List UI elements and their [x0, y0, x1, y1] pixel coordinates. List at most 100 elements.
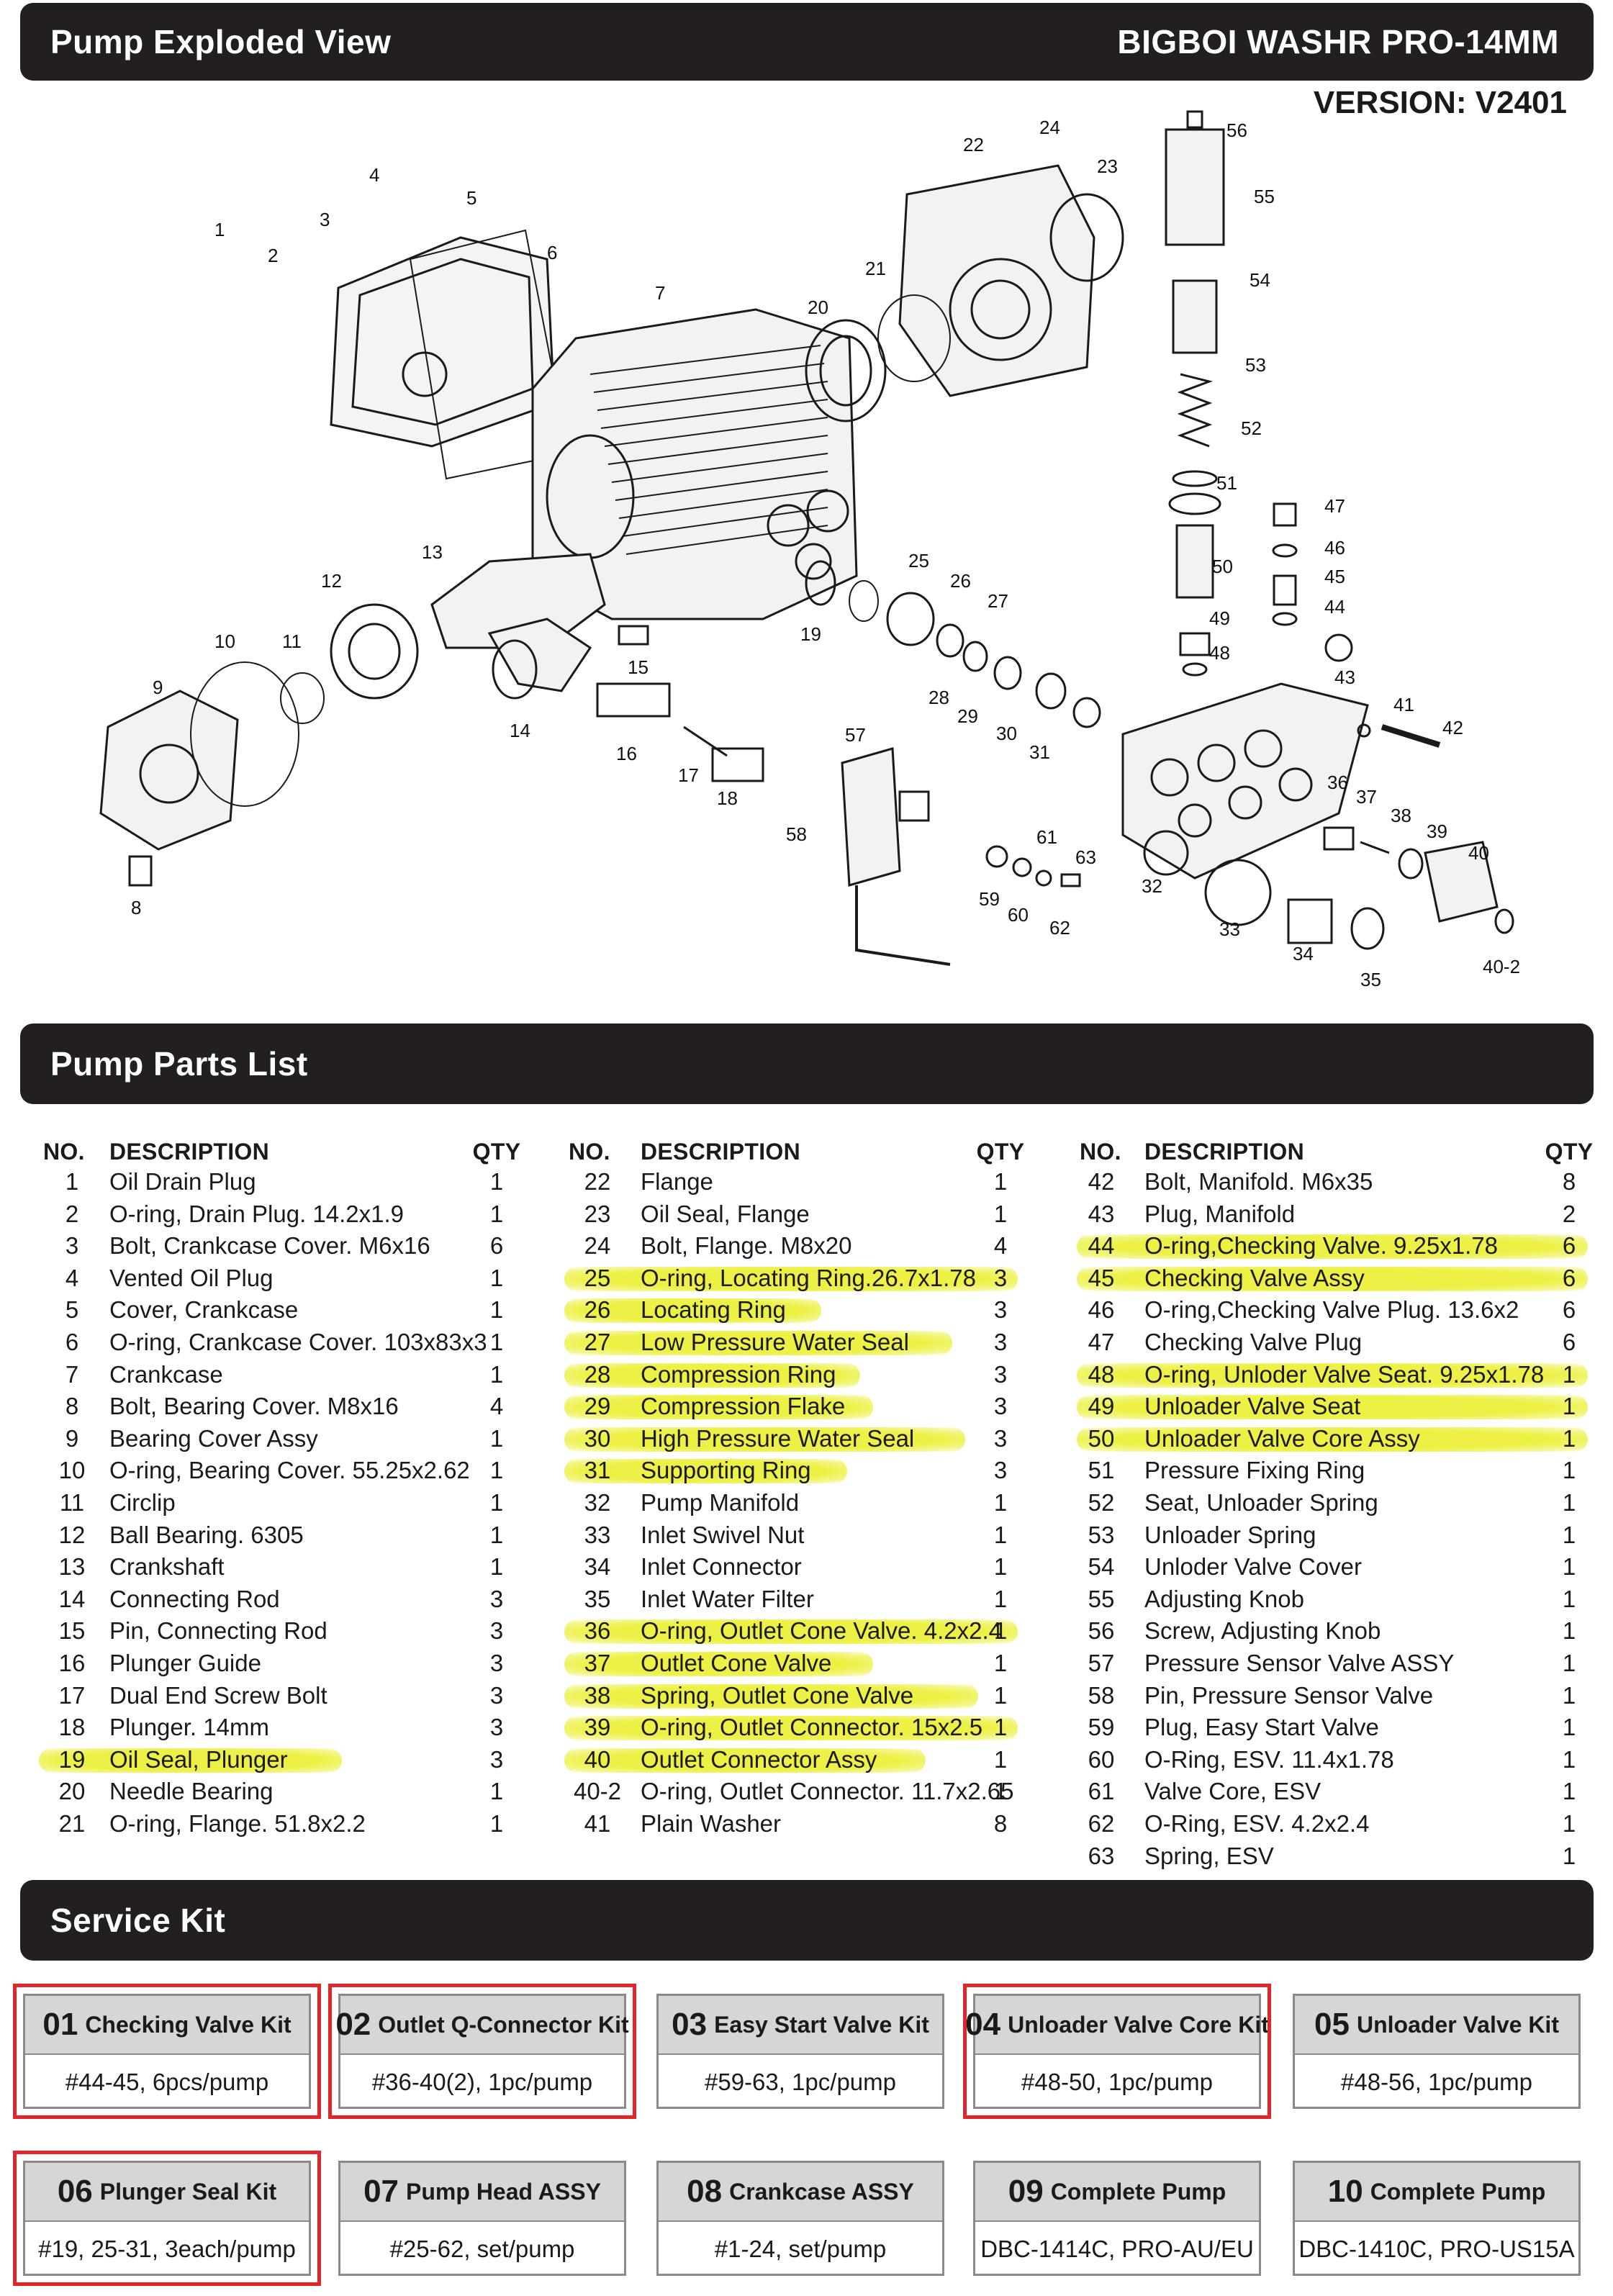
- part-qty: 6: [1562, 1329, 1576, 1355]
- part-qty: 4: [489, 1393, 504, 1420]
- part-qty: 1: [489, 1329, 504, 1355]
- kit-highlight-frame: [13, 2151, 321, 2286]
- part-qty: 1: [1562, 1585, 1576, 1612]
- part-description: Spring, Outlet Cone Valve: [641, 1681, 914, 1709]
- part-qty: 1: [993, 1585, 1008, 1612]
- part-description: Compression Ring: [641, 1360, 836, 1388]
- part-qty: 3: [993, 1296, 1008, 1324]
- part-qty: 3: [993, 1393, 1008, 1420]
- callout-label: 20: [808, 297, 828, 318]
- kit-number: 04: [965, 2007, 1001, 2042]
- part-description: Spring, ESV: [1144, 1842, 1274, 1869]
- part-description: Pin, Connecting Rod: [109, 1617, 327, 1645]
- column-header-qty: QTY: [472, 1139, 521, 1165]
- part-number: 45: [1088, 1264, 1115, 1291]
- part-description: Flange: [641, 1168, 713, 1195]
- kit-number: 01: [42, 2007, 78, 2042]
- highlight-marker: [564, 1427, 965, 1452]
- part-description: Unloader Valve Core Assy: [1144, 1424, 1420, 1452]
- part-qty: 1: [993, 1521, 1008, 1548]
- kit-name: Complete Pump: [1050, 2178, 1226, 2205]
- callout-label: 42: [1442, 717, 1463, 738]
- callout-label: 30: [996, 723, 1017, 744]
- part-description: Plain Washer: [641, 1810, 782, 1837]
- part-description: Screw, Adjusting Knob: [1144, 1617, 1381, 1645]
- part-description: Bearing Cover Assy: [109, 1424, 318, 1452]
- part-qty: 1: [993, 1650, 1008, 1676]
- part-number: 11: [59, 1489, 85, 1516]
- callout-label: 33: [1219, 918, 1240, 940]
- part-description: Unloader Spring: [1144, 1521, 1316, 1548]
- exploded-view-header: Pump Exploded View BIGBOI WASHR PRO-14MM: [20, 3, 1594, 81]
- highlight-marker: [564, 1683, 978, 1709]
- part-qty: 3: [489, 1681, 504, 1709]
- part-description: Supporting Ring: [641, 1457, 811, 1484]
- highlight-marker: [39, 1748, 343, 1773]
- part-description: Checking Valve Plug: [1144, 1329, 1363, 1355]
- callout-label: 43: [1334, 666, 1355, 688]
- part-description: O-ring,Checking Valve Plug. 13.6x2: [1144, 1296, 1519, 1324]
- part-qty: 1: [489, 1424, 504, 1452]
- callout-label: 61: [1036, 826, 1057, 848]
- part-description: Compression Flake: [641, 1393, 846, 1420]
- part-number: 23: [584, 1200, 611, 1227]
- kit-highlight-frame: [328, 1984, 636, 2119]
- part-description: Checking Valve Assy: [1144, 1264, 1365, 1291]
- pump-exploded-diagram: 1 2 3 4 5 6 7 8 9 10 11 12 13 14 15 16 1…: [99, 110, 1520, 990]
- callout-label: 45: [1324, 566, 1345, 587]
- part-description: Needle Bearing: [109, 1778, 274, 1805]
- callout-label: 9: [153, 677, 163, 698]
- part-qty: 3: [993, 1360, 1008, 1388]
- part-qty: 1: [1562, 1457, 1576, 1484]
- callout-label: 31: [1029, 741, 1050, 763]
- part-number: 42: [1088, 1168, 1115, 1195]
- part-qty: 1: [993, 1714, 1008, 1741]
- flange-part: [898, 164, 1095, 397]
- callout-label: 53: [1245, 354, 1266, 376]
- part-qty: 1: [1562, 1681, 1576, 1709]
- part-number: 49: [1088, 1393, 1115, 1420]
- part-description: O-ring, Outlet Connector. 11.7x2.65: [641, 1778, 1014, 1805]
- kit-description: #1-24, set/pump: [714, 2235, 887, 2262]
- crankcase-part: [531, 308, 858, 620]
- kit-name: Outlet Q-Connector Kit: [378, 2011, 629, 2038]
- part-number: 59: [1088, 1714, 1115, 1741]
- part-number: 26: [584, 1296, 611, 1324]
- part-description: O-Ring, ESV. 11.4x1.78: [1144, 1745, 1394, 1773]
- highlight-marker: [564, 1748, 926, 1773]
- part-description: Bolt, Crankcase Cover. M6x16: [109, 1232, 430, 1260]
- part-qty: 1: [1562, 1489, 1576, 1516]
- kit-description: DBC-1414C, PRO-AU/EU: [980, 2235, 1254, 2262]
- kit-description: #59-63, 1pc/pump: [704, 2068, 896, 2095]
- part-number: 37: [584, 1650, 611, 1676]
- part-number: 13: [58, 1553, 86, 1581]
- part-number: 7: [65, 1360, 79, 1388]
- callout-label: 27: [988, 590, 1008, 612]
- part-description: Oil Seal, Flange: [641, 1200, 810, 1227]
- kit-name: Plunger Seal Kit: [99, 2178, 277, 2205]
- part-qty: 4: [993, 1232, 1008, 1260]
- part-number: 4: [65, 1264, 79, 1291]
- part-description: High Pressure Water Seal: [641, 1424, 915, 1452]
- part-number: 50: [1088, 1424, 1115, 1452]
- kit-description: #25-62, set/pump: [389, 2235, 575, 2262]
- part-description: O-ring, Bearing Cover. 55.25x2.62: [109, 1457, 470, 1484]
- kit-name: Checking Valve Kit: [85, 2011, 292, 2038]
- part-description: Ball Bearing. 6305: [109, 1521, 304, 1548]
- section-title: Pump Exploded View: [50, 23, 392, 60]
- part-description: O-Ring, ESV. 4.2x2.4: [1144, 1810, 1370, 1837]
